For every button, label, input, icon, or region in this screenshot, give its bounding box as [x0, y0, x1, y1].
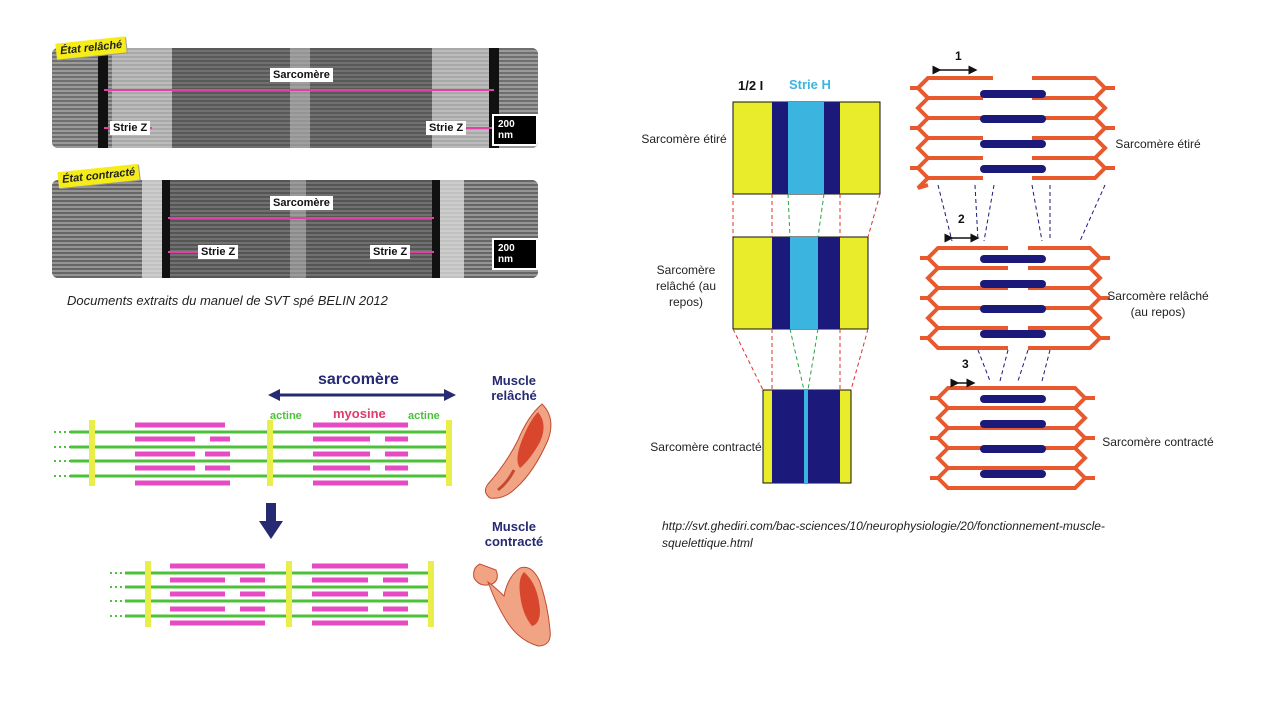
sliding-filament-diagram [54, 389, 456, 627]
number-1: 1 [955, 49, 962, 63]
actine-label-right: actine [408, 410, 440, 422]
sarcomere-label: Sarcomère [270, 196, 333, 210]
strie-z-label: Strie Z [426, 121, 467, 135]
half-i-label: 1/2 I [738, 78, 764, 93]
micrograph-caption: Documents extraits du manuel de SVT spé … [67, 293, 388, 308]
micrograph-contracted-texture [52, 180, 538, 278]
actin-filaments-contracted [125, 571, 434, 618]
myosin-filaments-contracted [170, 563, 408, 626]
label-sarcomere-etire-left: Sarcomère étiré [641, 132, 727, 146]
scale-bar: 200 nm [492, 114, 538, 146]
strie-h-label: Strie H [789, 77, 831, 92]
muscle-contracted-label: Muscle contracté [484, 519, 544, 549]
micrograph-contracted: Sarcomère Strie Z Strie Z 200 nm [52, 180, 538, 278]
band-contracted [762, 389, 852, 484]
strie-z-label: Strie Z [110, 121, 151, 135]
z-lines-relaxed [89, 420, 452, 486]
sarcomere-title: sarcomère [318, 371, 399, 388]
myosin-filaments-relaxed [135, 422, 408, 486]
down-arrow [266, 503, 276, 523]
label-sarcomere-contracte-left: Sarcomère contracté [650, 440, 762, 454]
label-sarcomere-relache-right: Sarcomère relâché (au repos) [1107, 289, 1209, 319]
strie-z-label: Strie Z [198, 245, 239, 259]
strie-z-label: Strie Z [370, 245, 411, 259]
scale-bar: 200 nm [492, 238, 538, 270]
label-sarcomere-contracte-right: Sarcomère contracté [1102, 435, 1214, 449]
filament-overlap-diagram [910, 65, 1115, 490]
actine-label-left: actine [270, 410, 302, 422]
label-sarcomere-relache-left: Sarcomère relâché (au repos) [655, 263, 717, 309]
label-sarcomere-etire-right: Sarcomère étiré [1115, 137, 1201, 151]
micrograph-relaxed: Sarcomère Strie Z Strie Z 200 nm [52, 48, 538, 148]
source-url[interactable]: http://svt.ghediri.com/bac-sciences/10/n… [662, 519, 1105, 550]
sarcomere-bands-diagram [732, 101, 881, 484]
actin-filaments-relaxed [70, 430, 450, 478]
z-lines-contracted [145, 561, 434, 627]
band-stretched [732, 101, 881, 195]
sarcomere-label: Sarcomère [270, 68, 333, 82]
relaxed-arm-icon [484, 403, 552, 499]
number-3: 3 [962, 357, 969, 371]
filaments-relaxed [920, 233, 1110, 350]
muscle-relaxed-label: Muscle relâché [491, 373, 537, 403]
band-relaxed [732, 236, 869, 330]
filaments-contracted [930, 378, 1095, 490]
contracted-arm-icon [473, 563, 551, 647]
myosine-label: myosine [333, 406, 386, 421]
number-2: 2 [958, 212, 965, 226]
filaments-stretched [910, 65, 1115, 190]
